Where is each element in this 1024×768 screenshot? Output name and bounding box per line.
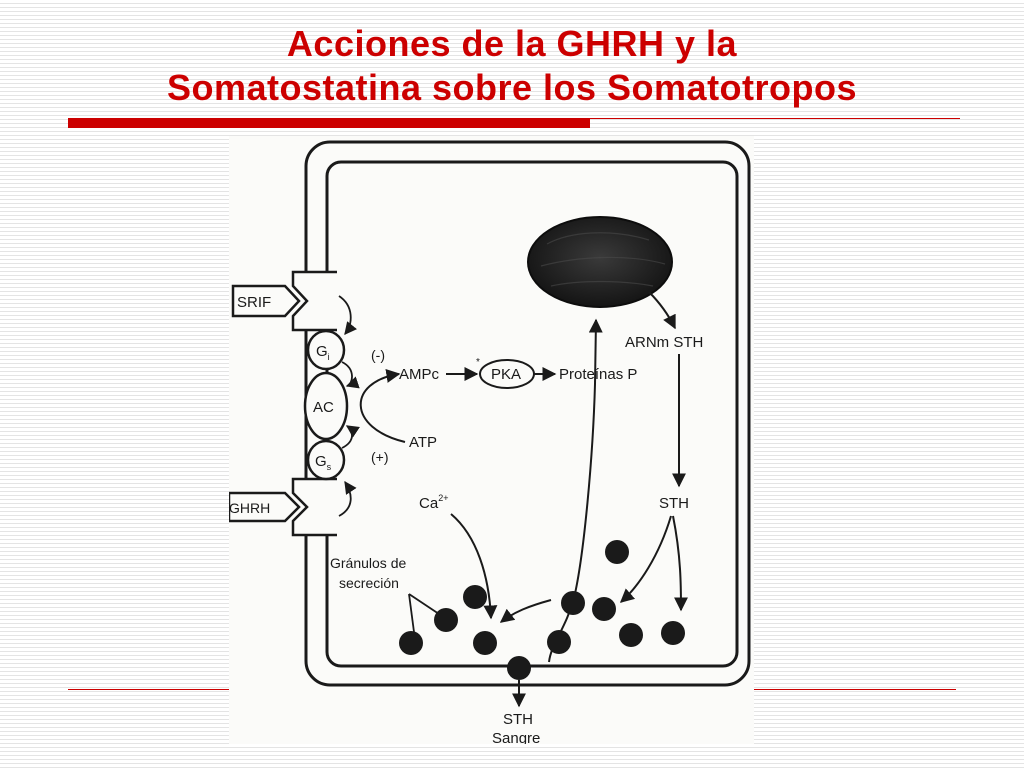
proteins-to-granules-path — [548, 383, 596, 663]
nucleus-texture — [540, 232, 666, 287]
granules-label-line1: Gránulos de — [330, 555, 406, 571]
sth-label: STH — [659, 495, 689, 512]
atp-label: ATP — [409, 434, 437, 451]
pka-enzyme: PKA — [479, 359, 535, 389]
granule — [561, 591, 585, 615]
srif-label: SRIF — [237, 294, 271, 311]
inhibit-sign: (-) — [371, 347, 385, 363]
gs-to-ac-arrow — [341, 425, 360, 449]
svg-text:Gs: Gs — [315, 453, 332, 472]
ampc-label: AMPc — [399, 366, 440, 383]
proteins-label: Proteínas P — [559, 366, 637, 383]
gs-label: G — [315, 453, 327, 470]
stimulate-sign: (+) — [371, 449, 389, 465]
svg-text:Gi: Gi — [316, 343, 330, 362]
title-line-1: Acciones de la GHRH y la — [286, 23, 738, 64]
ac-label: AC — [313, 399, 334, 416]
pka-activation-mark: * — [476, 357, 480, 368]
cell-membrane-outer — [304, 140, 751, 687]
arnm-label: ARNm STH — [625, 334, 703, 351]
nucleus-to-arnm-arrow — [648, 291, 676, 330]
granules-pointer-2 — [408, 593, 440, 615]
somatotrope-diagram: SRIF GHRH Gi AC Gs (-) (+) AMPc ATP * PK… — [227, 136, 754, 747]
granule — [547, 630, 571, 654]
sth-to-granules-arrow — [619, 515, 672, 603]
secretion-granules — [399, 540, 685, 655]
granule — [592, 597, 616, 621]
slide-title: Acciones de la GHRH y la Somatostatina s… — [40, 22, 984, 110]
granule — [619, 623, 643, 647]
title-accent-line — [590, 118, 960, 119]
footer-line-left — [68, 689, 230, 690]
footer-line-right — [754, 689, 956, 690]
ghrh-to-gs-arrow — [338, 480, 357, 517]
gs-subscript: s — [327, 462, 332, 472]
gi-to-ac-arrow — [341, 361, 360, 389]
somatotrope-svg: SRIF GHRH Gi AC Gs (-) (+) AMPc ATP * PK… — [227, 140, 751, 747]
granule — [434, 608, 458, 632]
sth-to-granule-right-arrow — [672, 515, 688, 612]
granule — [399, 631, 423, 655]
output-sth-label: STH — [503, 711, 533, 728]
exocytosis-granule — [507, 656, 531, 680]
granule — [605, 540, 629, 564]
signal-to-granule-arrow — [499, 599, 552, 623]
ghrh-receptor — [291, 477, 337, 537]
gs-protein: Gs — [306, 439, 346, 481]
nucleus — [527, 216, 673, 308]
atp-to-ampc-arrow — [359, 369, 406, 443]
gi-protein: Gi — [306, 329, 346, 371]
granules-label-line2: secreción — [339, 575, 399, 591]
granule — [473, 631, 497, 655]
srif-to-gi-arrow — [338, 295, 357, 335]
srif-receptor — [291, 270, 337, 332]
title-line-2: Somatostatina sobre los Somatotropos — [166, 67, 858, 108]
granule — [661, 621, 685, 645]
granule — [463, 585, 487, 609]
title-accent-bar — [68, 118, 590, 128]
calcium-label: Ca2+ — [419, 493, 448, 512]
ghrh-ligand: GHRH — [227, 491, 301, 523]
output-blood-label: Sangre — [492, 730, 540, 744]
gi-subscript: i — [328, 352, 330, 362]
adenylate-cyclase: AC — [303, 371, 349, 441]
calcium-to-granule-arrow — [450, 513, 498, 620]
ghrh-label: GHRH — [229, 500, 270, 516]
pka-label: PKA — [491, 366, 521, 383]
proteins-to-nucleus-arrow — [588, 318, 603, 385]
srif-ligand: SRIF — [231, 284, 301, 318]
granules-pointer-1 — [408, 593, 415, 633]
gi-label: G — [316, 343, 328, 360]
